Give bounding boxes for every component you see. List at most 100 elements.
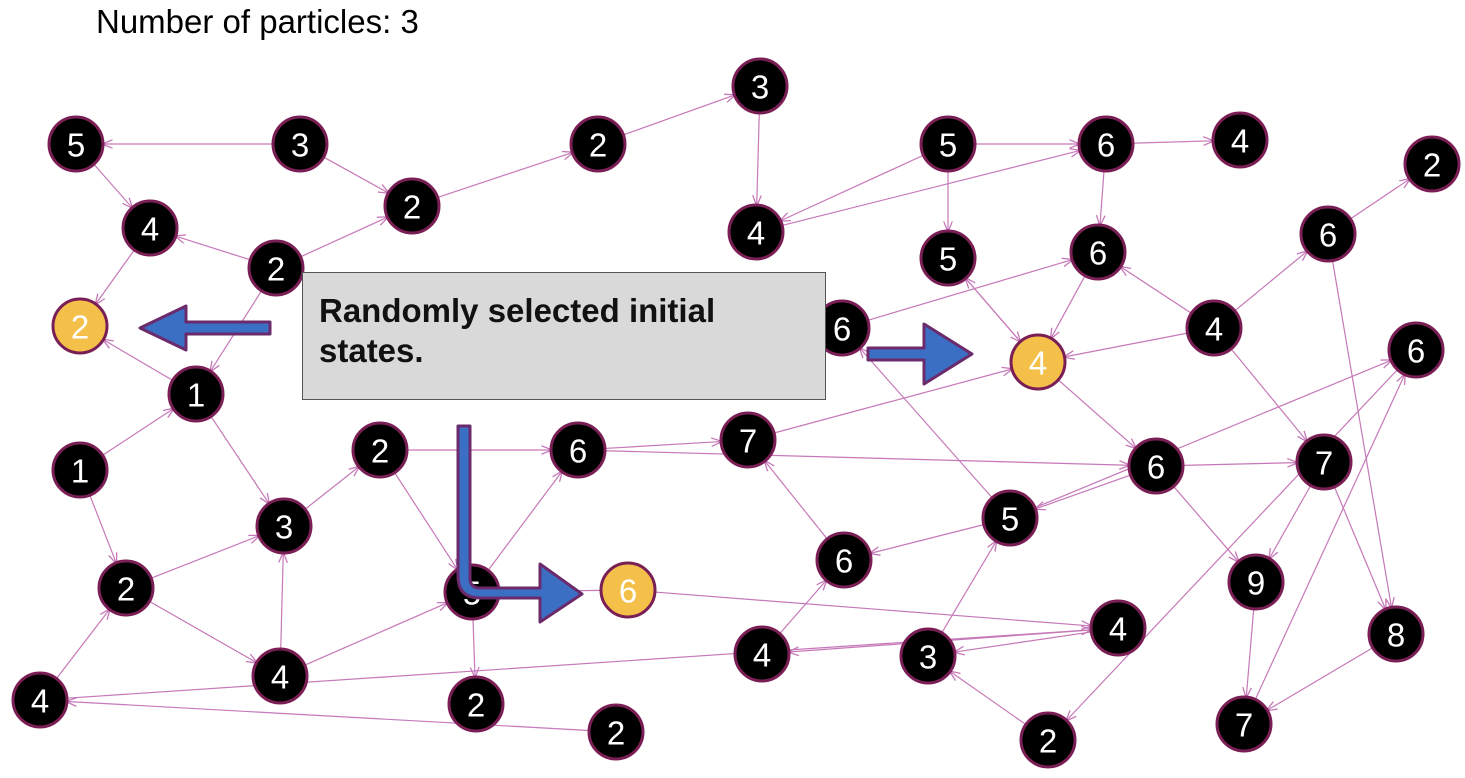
graph-node: 3 [899, 627, 957, 685]
selected-node: 4 [1009, 333, 1067, 391]
graph-node: 5 [981, 489, 1039, 547]
node-circle [815, 531, 873, 589]
graph-node: 6 [1387, 321, 1445, 379]
node-circle [599, 561, 657, 619]
node-label: 2 [371, 433, 389, 470]
graph-edge [757, 112, 760, 205]
node-circle [47, 115, 105, 173]
node-circle [569, 115, 627, 173]
node-circle [1089, 599, 1147, 657]
node-circle [51, 297, 109, 355]
graph-edge [176, 236, 251, 261]
graph-edge [966, 278, 1021, 342]
node-label: 7 [1235, 707, 1253, 744]
node-circle [11, 671, 69, 729]
graph-node: 4 [251, 647, 309, 705]
node-label: 7 [1315, 445, 1333, 482]
selected-node: 6 [599, 561, 657, 619]
graph-node: 7 [719, 411, 777, 469]
node-label: 2 [1039, 723, 1057, 760]
graph-edge [304, 603, 448, 666]
graph-edge [782, 151, 1080, 226]
node-circle [1215, 695, 1273, 753]
node-label: 2 [467, 687, 485, 724]
node-label: 4 [141, 211, 159, 248]
node-circle [1387, 321, 1445, 379]
node-circle [1077, 115, 1135, 173]
node-label: 8 [1387, 617, 1405, 654]
graph-edge [1182, 463, 1297, 466]
node-label: 9 [1247, 565, 1265, 602]
graph-node: 9 [1227, 553, 1285, 611]
node-label: 1 [187, 377, 205, 414]
graph-edge [437, 153, 573, 199]
graph-edge [394, 472, 458, 570]
graph-node: 8 [1367, 605, 1425, 663]
node-label: 3 [275, 509, 293, 546]
node-label: 2 [71, 309, 89, 346]
graph-node: 4 [11, 671, 69, 729]
graph-node: 3 [271, 115, 329, 173]
graph-edge [210, 416, 269, 503]
node-label: 6 [619, 573, 637, 610]
node-circle [919, 229, 977, 287]
node-circle [731, 57, 789, 115]
node-label: 3 [919, 639, 937, 676]
graph-node: 5 [919, 115, 977, 173]
node-circle [1009, 333, 1067, 391]
node-label: 3 [291, 127, 309, 164]
graph-node: 6 [1127, 437, 1185, 495]
graph-edge [103, 340, 174, 381]
graph-edge [487, 472, 562, 571]
node-circle [733, 625, 791, 683]
graph-edge [1267, 647, 1374, 710]
graph-edge [1230, 348, 1307, 441]
graph-node: 4 [733, 625, 791, 683]
graph-edge [150, 536, 259, 579]
graph-edge [1234, 251, 1307, 312]
graph-node: 2 [351, 421, 409, 479]
graph-node: 2 [383, 177, 441, 235]
graph-edge [654, 591, 1091, 626]
graph-edge [1051, 275, 1086, 339]
graph-node: 2 [1403, 135, 1461, 193]
graph-node: 6 [1069, 223, 1127, 281]
node-circle [981, 489, 1039, 547]
node-circle [383, 177, 441, 235]
node-label: 3 [751, 69, 769, 106]
node-circle [97, 559, 155, 617]
node-circle [1211, 111, 1269, 169]
node-circle [247, 239, 305, 297]
node-circle [1227, 553, 1285, 611]
graph-node: 4 [727, 203, 785, 261]
graph-node: 2 [97, 559, 155, 617]
graph-node: 2 [1019, 711, 1077, 769]
graph-edge [779, 580, 827, 635]
graph-node: 2 [569, 115, 627, 173]
graph-node: 3 [731, 57, 789, 115]
graph-edge [765, 461, 828, 540]
graph-node: 2 [587, 703, 645, 761]
node-label: 2 [117, 571, 135, 608]
node-label: 6 [1097, 127, 1115, 164]
graph-node: 4 [1089, 599, 1147, 657]
graph-edge [89, 494, 116, 563]
graph-edge [55, 609, 109, 679]
node-circle [1019, 711, 1077, 769]
node-label: 4 [31, 683, 49, 720]
graph-node: 2 [447, 675, 505, 733]
graph-edge [1100, 170, 1104, 225]
node-label: 1 [71, 453, 89, 490]
graph-node: 3 [255, 497, 313, 555]
graph-edge [860, 348, 993, 499]
graph-node: 6 [1077, 115, 1135, 173]
graph-edge [67, 701, 590, 732]
graph-edge [93, 163, 132, 207]
edge-layer [55, 95, 1409, 732]
node-layer: 5323564242425626414626716735269568443247… [11, 57, 1461, 769]
node-circle [727, 203, 785, 261]
graph-node: 4 [121, 199, 179, 257]
graph-node: 2 [247, 239, 305, 297]
bent-arrow [456, 424, 584, 624]
graph-edge [96, 249, 135, 304]
